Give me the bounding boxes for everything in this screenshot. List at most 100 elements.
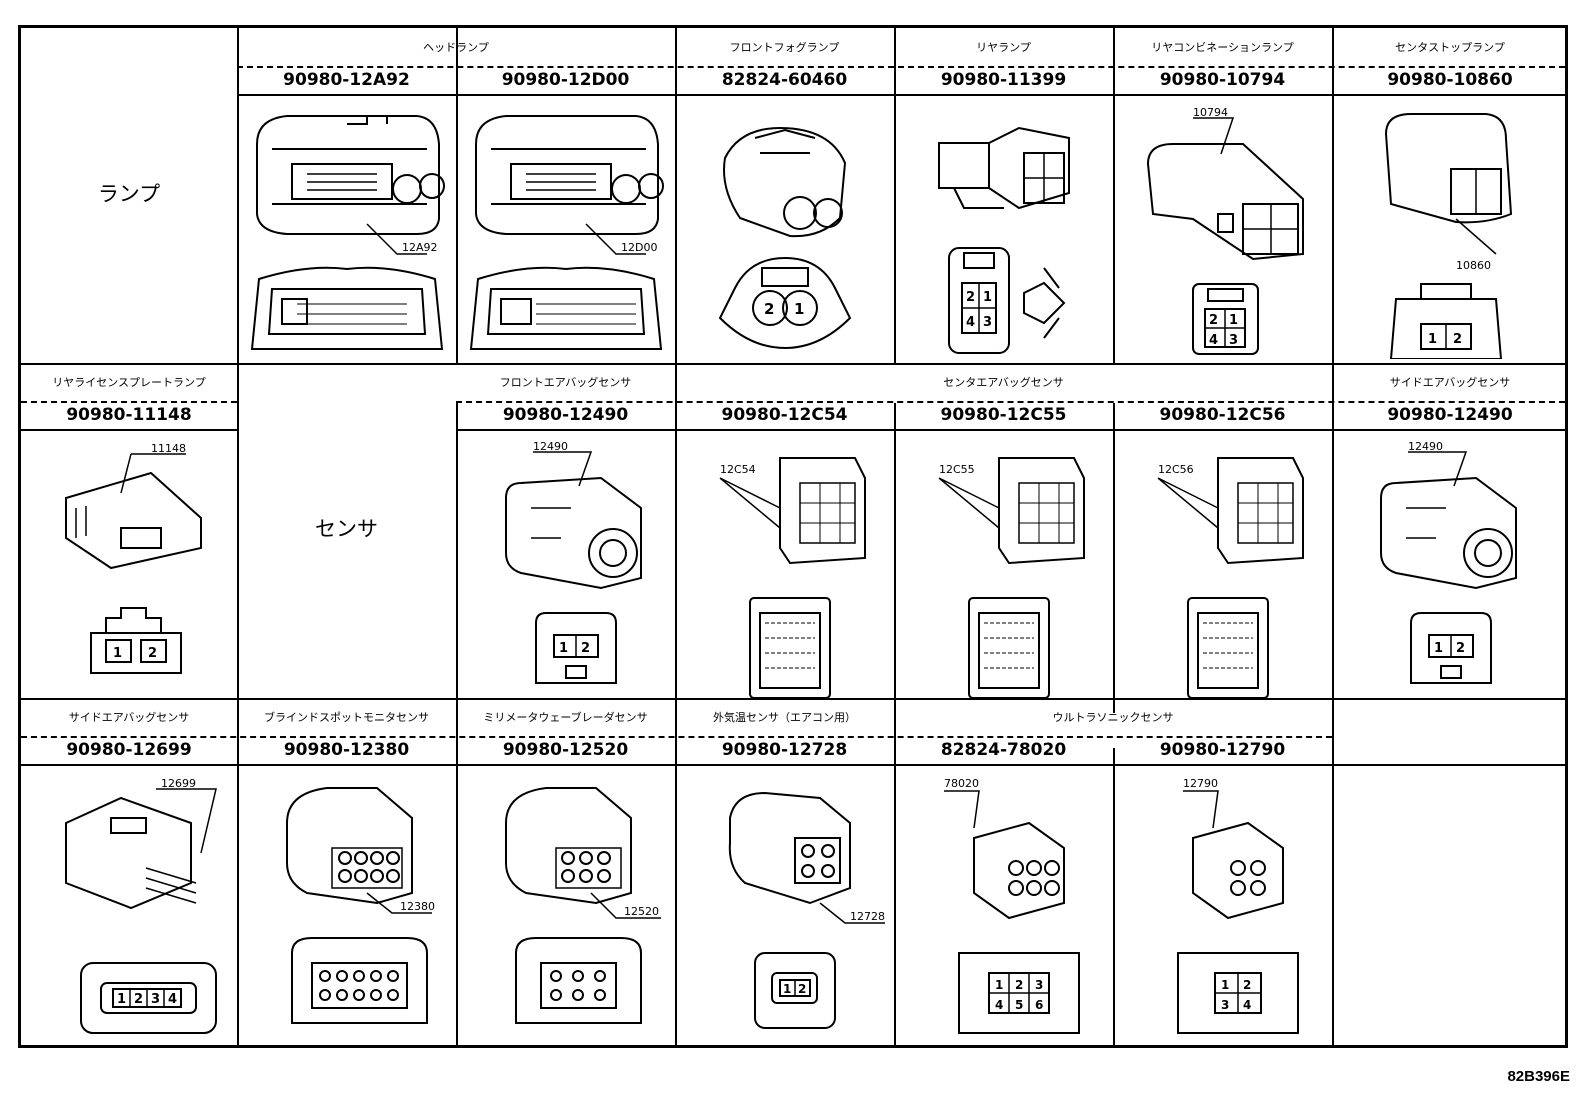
pin-label: 1 [1221, 978, 1229, 992]
pin-label: 1 [117, 992, 126, 1007]
header-title: フロントエアバッグセンサ [499, 376, 632, 389]
pin-label: 2 [134, 992, 143, 1007]
figure-code: 82B396E [1507, 1068, 1570, 1085]
callout-label: 12C54 [720, 463, 756, 476]
pin-label: 2 [1209, 313, 1218, 328]
pin-label: 1 [1434, 641, 1443, 656]
header-title: フロントフォグランプ [729, 41, 840, 54]
connector-drawing-12520: 12520 [486, 773, 666, 1038]
pin-label: 1 [1428, 332, 1437, 347]
callout-label: 12699 [161, 777, 196, 790]
part-number: 90980-12520 [502, 740, 629, 760]
pin-label: 4 [1243, 998, 1251, 1012]
connector-drawing-11148: 11148 1 2 [51, 438, 221, 683]
callout-label: 12D00 [621, 241, 657, 254]
callout-label: 78020 [944, 777, 979, 790]
partnumber-separator [456, 429, 1565, 431]
pin-label: 4 [966, 315, 975, 330]
pin-label: 1 [794, 300, 804, 318]
header-separator [21, 401, 237, 403]
part-number: 90980-12699 [66, 740, 192, 760]
pin-label: 3 [1221, 998, 1229, 1012]
part-number: 90980-10860 [1387, 70, 1513, 90]
callout-label: 12790 [1183, 777, 1218, 790]
callout-label: 12490 [1408, 440, 1443, 453]
part-number: 90980-11399 [940, 70, 1067, 90]
connector-drawing-78020: 78020 1 2 3 4 5 6 [934, 773, 1104, 1038]
group-label-sensor: センサ [315, 517, 378, 541]
header-title: リヤランプ [976, 41, 1031, 54]
header-title: ヘッドランプ [423, 41, 489, 54]
callout-label: 10860 [1456, 259, 1491, 272]
part-number: 90980-12C55 [940, 405, 1067, 425]
callout-label: 12C55 [939, 463, 975, 476]
connector-drawing-11399: 2 1 4 3 [924, 118, 1089, 358]
connector-drawing-12a92: 12A92 [247, 104, 447, 359]
part-number: 90980-12790 [1159, 740, 1286, 760]
connector-drawing-12490-front: 12490 1 2 [491, 438, 661, 688]
column-divider [894, 713, 896, 1048]
header-title: ウルトラソニックセンサ [1052, 711, 1174, 724]
callout-label: 11148 [151, 442, 186, 455]
pin-label: 5 [1015, 998, 1023, 1012]
callout-label: 12C56 [1158, 463, 1194, 476]
part-number: 90980-12380 [283, 740, 410, 760]
header-title: センタエアバッグセンサ [943, 376, 1064, 389]
header-separator [21, 736, 1332, 738]
column-divider [1113, 28, 1115, 363]
pin-label: 2 [1015, 978, 1023, 992]
column-divider [1113, 748, 1115, 1048]
connector-drawing-10794: 10794 2 1 4 3 [1133, 104, 1318, 359]
header-title: ブラインドスポットモニタセンサ [264, 711, 429, 724]
header-separator [237, 66, 1565, 68]
pin-label: 1 [995, 978, 1003, 992]
partnumber-separator [21, 764, 1332, 766]
column-divider [1332, 28, 1334, 1045]
header-title: リヤライセンスプレートランプ [52, 376, 206, 389]
column-divider [237, 28, 239, 1045]
partnumber-separator [21, 429, 237, 431]
pin-label: 1 [559, 641, 568, 656]
pin-label: 2 [966, 290, 975, 305]
header-title: リヤコンビネーションランプ [1151, 41, 1294, 54]
connector-drawing-12d00: 12D00 [466, 104, 666, 359]
header-title: 外気温センサ（エアコン用） [713, 711, 856, 724]
callout-label: 12728 [850, 910, 885, 923]
part-number: 90980-12490 [502, 405, 629, 425]
connector-drawing-12699: 12699 1 2 3 4 [51, 773, 231, 1038]
callout-label: 12520 [624, 905, 659, 918]
part-number: 90980-12C54 [721, 405, 848, 425]
pin-label: 2 [798, 982, 806, 996]
pin-label: 2 [764, 300, 774, 318]
part-number: 82824-60460 [721, 70, 848, 90]
column-divider [1113, 403, 1115, 713]
part-number: 90980-12D00 [501, 70, 630, 90]
callout-label: 12490 [533, 440, 568, 453]
connector-drawing-12490-side: 12490 1 2 [1366, 438, 1536, 688]
part-number: 90980-12490 [1387, 405, 1513, 425]
column-divider [456, 403, 458, 713]
pin-label: 4 [995, 998, 1003, 1012]
column-divider [456, 28, 458, 363]
pin-label: 1 [1229, 313, 1238, 328]
column-divider [675, 28, 677, 1045]
header-title: ミリメータウェーブレーダセンサ [483, 711, 648, 724]
connector-drawing-12380: 12380 [267, 773, 447, 1038]
pin-label: 2 [148, 646, 157, 661]
pin-label: 4 [168, 992, 177, 1007]
row-divider [21, 363, 1565, 365]
pin-label: 2 [1456, 641, 1465, 656]
partnumber-separator [237, 94, 1565, 96]
header-separator [456, 401, 1565, 403]
group-label-lamp: ランプ [97, 182, 161, 206]
part-number: 90980-10794 [1159, 70, 1286, 90]
pin-label: 4 [1209, 333, 1218, 348]
connector-drawing-12c55: 12C55 [924, 438, 1094, 708]
header-title: サイドエアバッグセンサ [68, 711, 190, 724]
connector-drawing-12790: 12790 1 2 3 4 [1153, 773, 1323, 1038]
pin-label: 2 [1453, 332, 1462, 347]
pin-label: 3 [151, 992, 160, 1007]
callout-label: 10794 [1193, 106, 1228, 119]
column-divider [894, 403, 896, 713]
part-number: 90980-11148 [66, 405, 192, 425]
